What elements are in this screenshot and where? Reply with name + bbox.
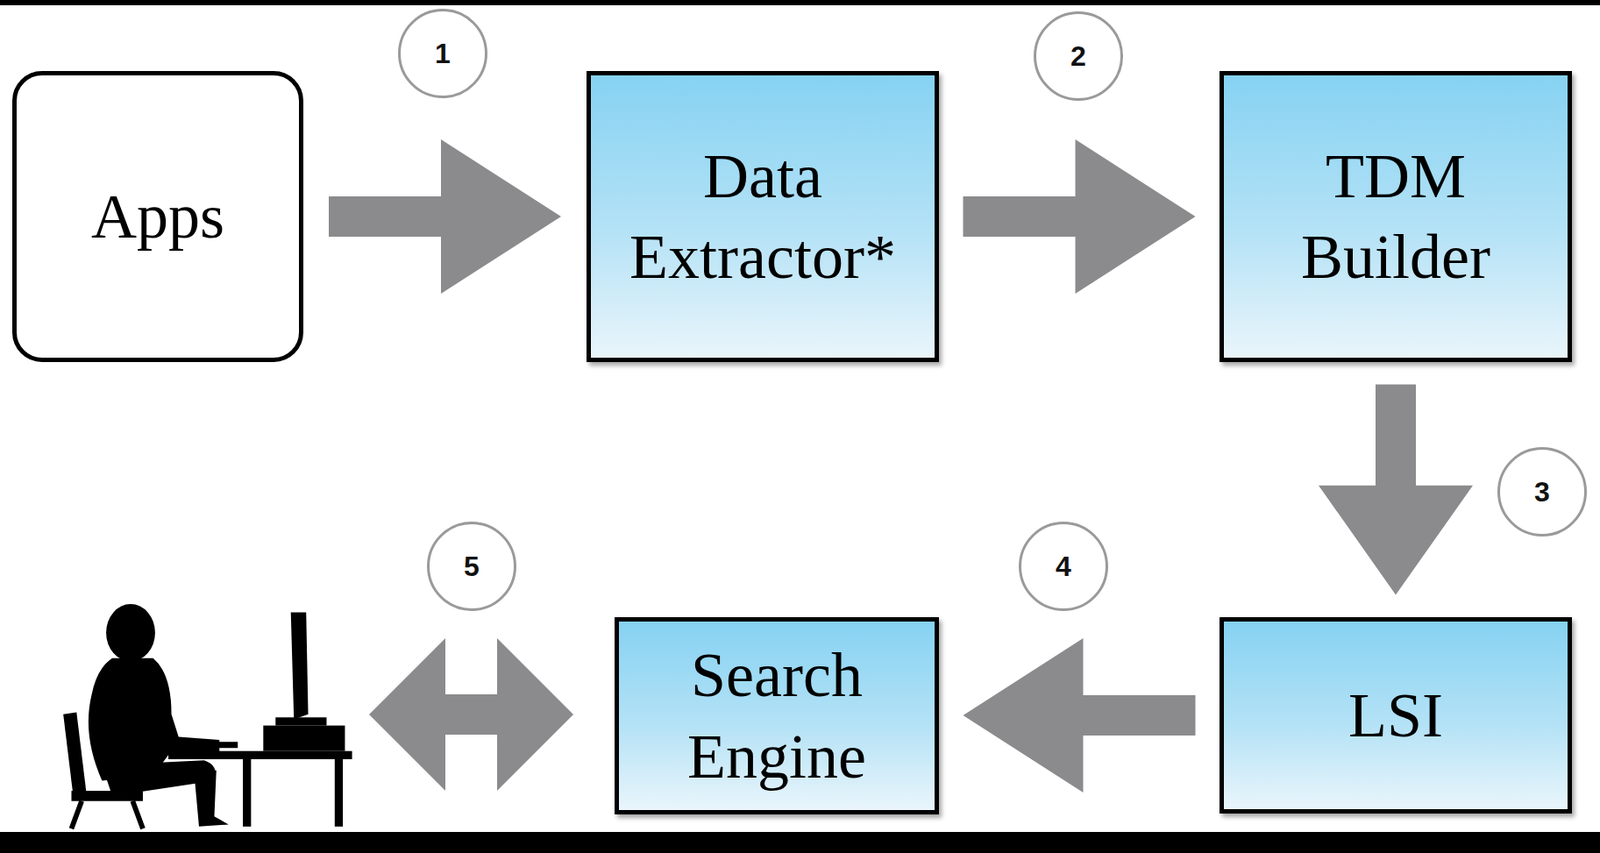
box-label: TDM Builder <box>1255 135 1536 298</box>
callout-number: 5 <box>426 521 517 612</box>
frame-band <box>0 832 1600 853</box>
process-box: TDM Builder <box>1219 71 1572 363</box>
box-label: Data Extractor* <box>622 135 904 298</box>
block-arrow <box>328 139 562 294</box>
double-arrow <box>369 638 574 791</box>
callout-number: 3 <box>1497 447 1587 537</box>
box-label: Apps <box>91 176 225 257</box>
process-box: Data Extractor* <box>586 71 939 363</box>
callout-number: 2 <box>1033 11 1124 101</box>
process-box: LSI <box>1219 617 1572 814</box>
source-box: Apps <box>12 71 304 363</box>
block-arrow <box>963 638 1196 793</box>
box-label: Search Engine <box>636 634 918 797</box>
block-arrow <box>1318 384 1473 596</box>
user-at-computer <box>63 604 352 829</box>
frame-band <box>0 0 1600 6</box>
callout-number: 4 <box>1018 521 1109 612</box>
callout-number: 1 <box>398 8 488 99</box>
box-label: LSI <box>1348 675 1444 756</box>
block-arrow <box>963 139 1196 294</box>
process-box: Search Engine <box>614 617 939 815</box>
